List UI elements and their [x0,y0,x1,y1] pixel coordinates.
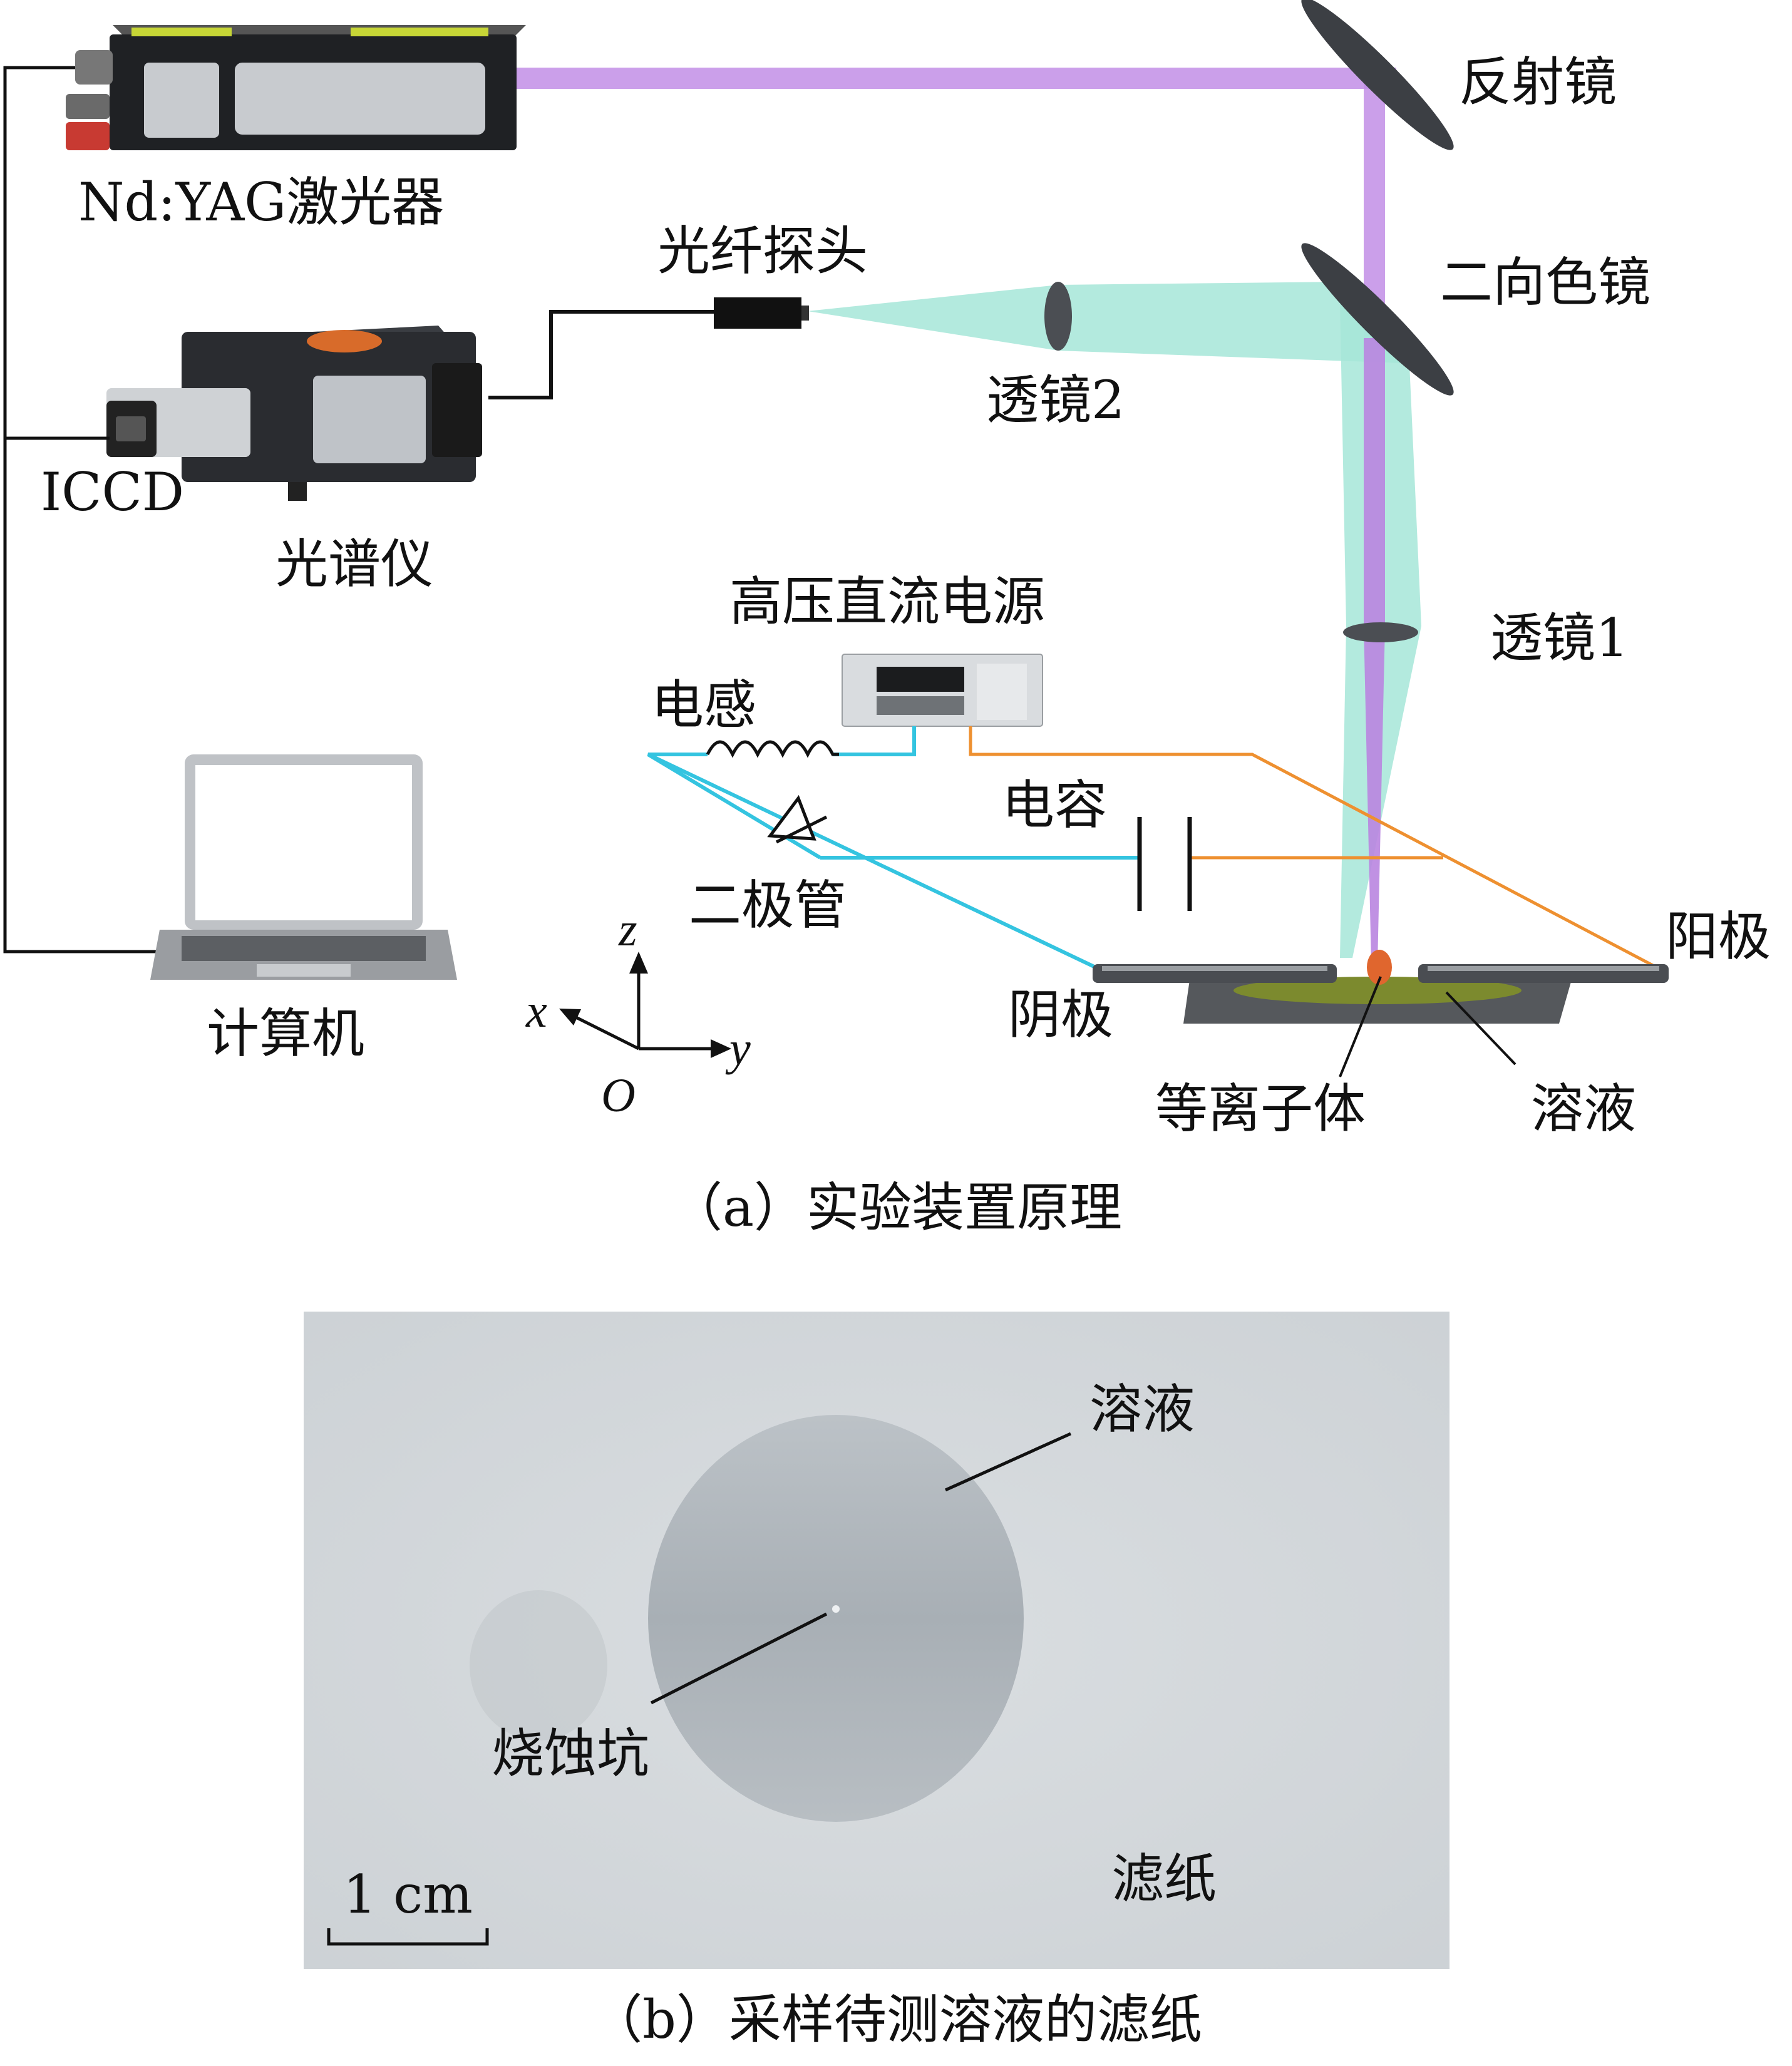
solution-label-b: 溶液 [1089,1379,1195,1440]
hv-dc-supply [842,654,1043,727]
filter-paper-photo: 溶液 烧蚀坑 滤纸 1 cm （b）采样待测溶液的滤纸 [304,1312,1450,2050]
left-wire-bus [3,66,157,953]
coordinate-axes [559,952,731,1058]
fiber-cable [488,310,714,399]
ablation-crater-label: 烧蚀坑 [492,1723,649,1784]
plasma [1367,950,1392,985]
solution-pointer [1445,991,1517,1066]
anode-label: 阳极 [1666,906,1771,967]
axis-origin-label: O [601,1069,636,1122]
scale-bar-label: 1 cm [343,1864,473,1925]
solution-label-a: 溶液 [1531,1078,1636,1139]
computer-label: 计算机 [207,1003,364,1064]
cathode-circuit [647,726,1140,972]
fiber-probe-label: 光纤探头 [657,220,868,282]
hv-supply-label: 高压直流电源 [729,571,1045,632]
inductor-coil [706,740,839,758]
solution-pointer-b [944,1432,1072,1492]
spectrometer-label: 光谱仪 [275,533,433,595]
scale-bar: 1 cm [327,1864,489,1946]
diode-label: 二极管 [689,875,847,936]
laptop-computer [150,754,457,980]
ablation-crater-dot [832,1605,840,1613]
solution-spot [648,1415,1024,1822]
axis-x-label: x [525,985,547,1037]
nd-yag-laser [66,25,526,150]
lens2-label: 透镜2 [986,369,1125,431]
axis-z-label: z [618,903,637,956]
laser-beam-horizontal [513,68,1396,89]
dichroic-mirror [1301,243,1454,396]
capacitor-label: 电容 [1002,774,1107,836]
caption-a: （a）实验装置原理 [670,1177,1122,1238]
spectrometer [182,326,482,501]
cathode-label: 阴极 [1008,984,1113,1046]
reflector-label: 反射镜 [1459,51,1617,113]
caption-b: （b）采样待测溶液的滤纸 [590,1989,1202,2050]
iccd-label: ICCD [41,461,184,523]
reflector-mirror [1301,0,1454,150]
lens1-label: 透镜1 [1490,607,1629,669]
collection-beam-lens2-to-dichroic [1058,282,1403,363]
setup-diagram: Nd:YAG激光器 反射镜 光纤探头 二向色镜 透镜2 ICCD 光谱仪 高压直… [3,0,1771,1238]
anode-circuit [969,726,1664,972]
electrode-assembly [1093,950,1669,1024]
capacitor-symbol [1137,817,1192,911]
plasma-label: 等离子体 [1155,1078,1366,1139]
lens-2 [1044,282,1072,351]
plasma-pointer [1339,976,1382,1077]
laser-label: Nd:YAG激光器 [78,172,444,233]
inductor-label: 电感 [651,674,756,736]
crater-pointer [650,1612,828,1705]
filter-paper-label: 滤纸 [1111,1848,1217,1909]
fiber-probe [714,297,801,329]
faint-shadow [470,1590,607,1740]
laser-beam-focused [1364,338,1385,964]
axis-y-label: y [725,1022,751,1075]
lens-1 [1343,622,1418,642]
dichroic-label: 二向色镜 [1440,252,1650,313]
collection-beam-to-lens2 [808,285,1058,351]
iccd-camera [106,388,250,457]
